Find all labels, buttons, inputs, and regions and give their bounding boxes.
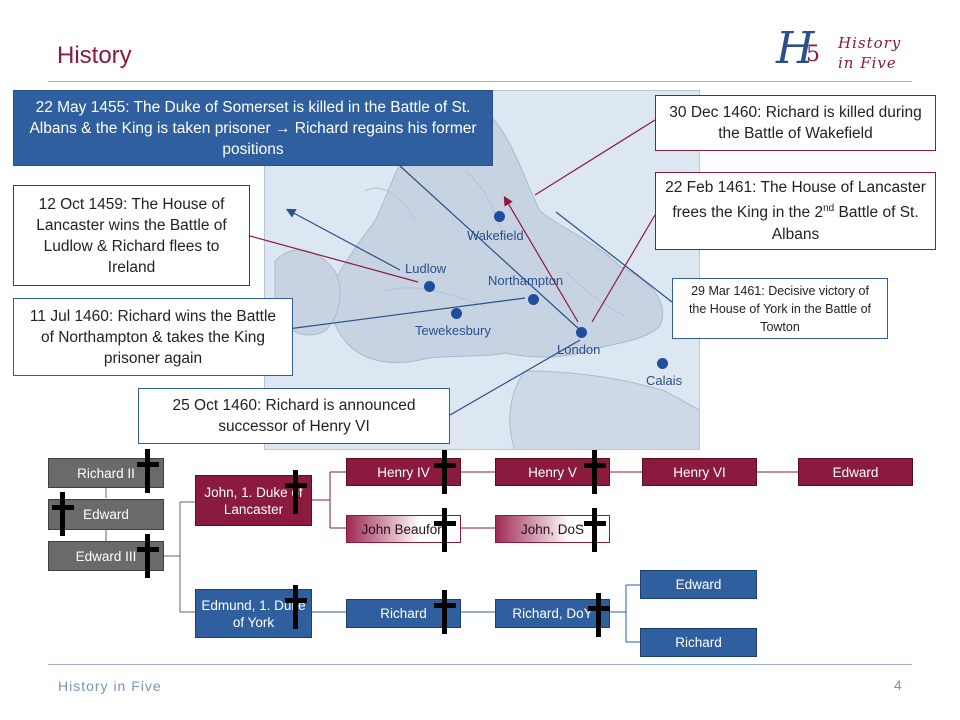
tree-node-edward-iv: Edward [640,570,757,599]
death-cross-icon [434,450,456,494]
death-cross-icon [137,449,159,493]
city-dot-northampton [528,294,539,305]
death-cross-icon [137,534,159,578]
tree-node-henry-v: Henry V [495,458,610,486]
death-cross-icon [434,508,456,552]
city-dot-calais [657,358,668,369]
callout-st-albans-1461: 22 Feb 1461: The House of Lancaster free… [655,172,936,250]
death-cross-icon [434,590,456,634]
tree-node-edward-iii: Edward III [48,541,164,571]
death-cross-icon [285,470,307,514]
tree-node-john-lancaster: John, 1. Duke of Lancaster [195,475,312,526]
tree-node-henry-iv: Henry IV [346,458,461,486]
city-label-wakefield: Wakefield [467,228,524,243]
tree-node-john-beaufort: John Beaufort [346,515,461,543]
tree-node-richard-doy: Richard, DoY [495,599,610,628]
page-number: 4 [894,677,902,693]
callout-st-albans-1461-text: 22 Feb 1461: The House of Lancaster free… [665,179,926,243]
city-label-ludlow: Ludlow [405,261,447,276]
top-divider [48,81,912,82]
logo-h-mark: H [776,23,815,74]
logo-line-2: in Five [838,54,897,72]
callout-st-albans-1455: 22 May 1455: The Duke of Somerset is kil… [13,90,493,166]
slide-title: History [57,42,132,69]
tree-node-henry-vi: Henry VI [642,458,757,486]
death-cross-icon [588,593,610,637]
tree-node-edmund-york: Edmund, 1. Duke of York [195,589,312,638]
bottom-divider [48,664,912,665]
death-cross-icon [285,585,307,629]
city-label-london: London [557,342,601,357]
logo-line-1: History [838,34,902,52]
tree-node-richard-iii: Richard [640,628,757,657]
city-dot-tewkesbury [451,308,462,319]
callout-northampton-1460: 11 Jul 1460: Richard wins the Battle of … [13,298,293,376]
footer-text: History in Five [58,678,162,694]
city-dot-london [576,327,587,338]
death-cross-icon [584,450,606,494]
death-cross-icon [584,508,606,552]
city-dot-wakefield [494,211,505,222]
city-label-tewkesbury: Tewekesbury [415,323,491,338]
callout-ludlow-1459: 12 Oct 1459: The House of Lancaster wins… [13,185,250,286]
city-label-northampton: Northampton [488,273,564,288]
death-cross-icon [52,492,74,536]
tree-node-edward-son-of-henry-vi: Edward [798,458,913,486]
tree-node-john-dos: John, DoS [495,515,610,543]
tree-node-edward: Edward [48,499,164,530]
city-label-calais: Calais [646,373,683,388]
callout-towton-1461: 29 Mar 1461: Decisive victory of the Hou… [672,278,888,339]
history-in-five-logo: H 5 History in Five [776,24,916,80]
callout-wakefield-1460: 30 Dec 1460: Richard is killed during th… [655,95,936,151]
callout-successor-1460: 25 Oct 1460: Richard is announced succes… [138,388,450,444]
city-dot-ludlow [424,281,435,292]
logo-five: 5 [806,42,820,67]
